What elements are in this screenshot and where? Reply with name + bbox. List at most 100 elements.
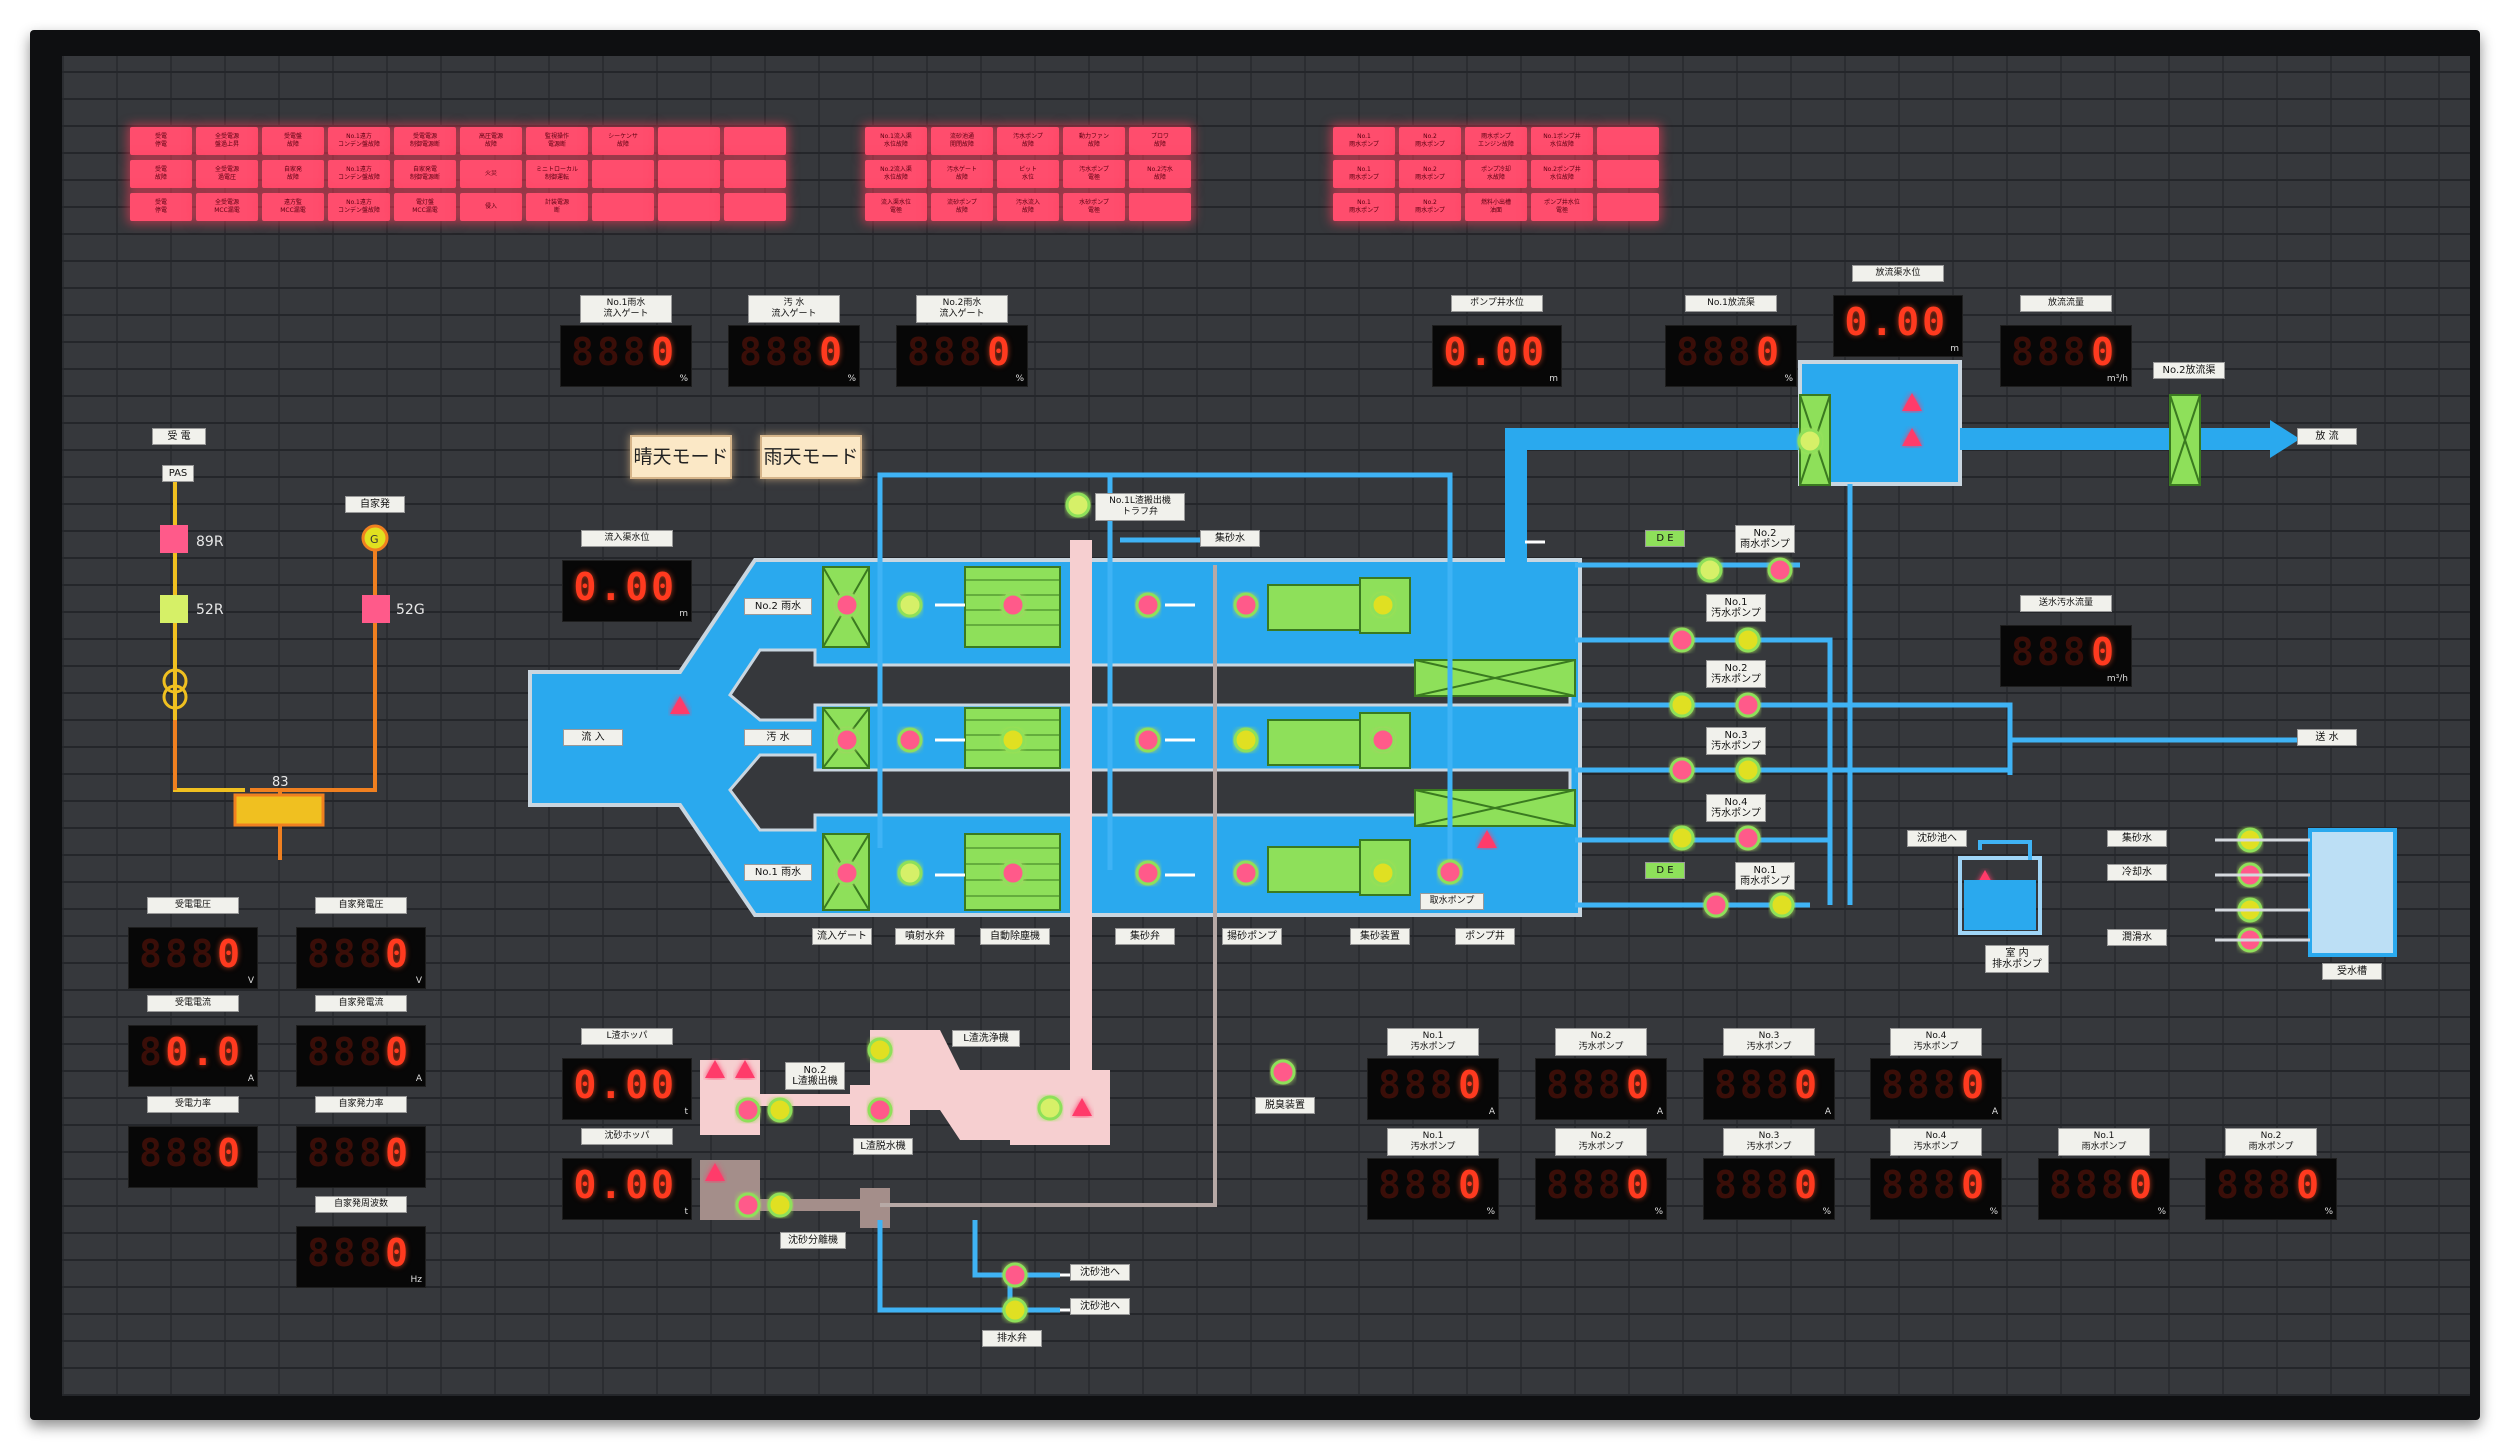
pump-status-lamp[interactable] bbox=[1735, 825, 1761, 851]
pump-status-lamp[interactable] bbox=[1669, 627, 1695, 653]
alarm-lamp[interactable]: 燃料小出槽 油面 bbox=[1465, 193, 1527, 221]
alarm-lamp[interactable] bbox=[724, 127, 786, 155]
alarm-lamp[interactable]: 受電 故障 bbox=[130, 160, 192, 188]
alarm-lamp[interactable] bbox=[658, 193, 720, 221]
alarm-lamp[interactable]: 動力ファン 故障 bbox=[1063, 127, 1125, 155]
pump-status-lamp[interactable] bbox=[1735, 627, 1761, 653]
alarm-lamp[interactable]: 受電電源 制御電源断 bbox=[394, 127, 456, 155]
fair-weather-mode-button[interactable]: 晴天モード bbox=[630, 435, 732, 479]
pump-status-lamp[interactable] bbox=[834, 860, 860, 886]
pump-status-lamp[interactable] bbox=[1000, 860, 1026, 886]
pump-status-lamp[interactable] bbox=[735, 1097, 761, 1123]
alarm-lamp[interactable]: No.2ポンプ井 水位故障 bbox=[1531, 160, 1593, 188]
alarm-lamp[interactable]: 汚水ポンプ 電極 bbox=[1063, 160, 1125, 188]
alarm-lamp[interactable]: No.1 雨水ポンプ bbox=[1333, 193, 1395, 221]
alarm-lamp[interactable]: 雨水ポンプ エンジン故障 bbox=[1465, 127, 1527, 155]
alarm-lamp[interactable]: No.2汚水 故障 bbox=[1129, 160, 1191, 188]
pump-status-lamp[interactable] bbox=[767, 1192, 793, 1218]
pump-status-lamp[interactable] bbox=[1669, 757, 1695, 783]
pump-status-lamp[interactable] bbox=[1437, 859, 1463, 885]
rain-weather-mode-button[interactable]: 雨天モード bbox=[760, 435, 862, 479]
pump-status-lamp[interactable] bbox=[1669, 825, 1695, 851]
alarm-lamp[interactable] bbox=[1129, 193, 1191, 221]
pump-status-lamp[interactable] bbox=[1735, 692, 1761, 718]
pump-status-lamp[interactable] bbox=[834, 592, 860, 618]
pump-status-lamp[interactable] bbox=[1370, 727, 1396, 753]
alarm-lamp[interactable]: 高圧電源 故障 bbox=[460, 127, 522, 155]
alarm-lamp[interactable]: 汚水流入 故障 bbox=[997, 193, 1059, 221]
pump-status-lamp[interactable] bbox=[897, 592, 923, 618]
alarm-lamp[interactable]: 流砂ポンプ 故障 bbox=[931, 193, 993, 221]
pump-status-lamp[interactable] bbox=[1065, 492, 1091, 518]
alarm-lamp[interactable]: No.2 雨水ポンプ bbox=[1399, 160, 1461, 188]
alarm-lamp[interactable]: ピット 水位 bbox=[997, 160, 1059, 188]
alarm-lamp[interactable]: ポンプ井水位 電極 bbox=[1531, 193, 1593, 221]
pump-status-lamp[interactable] bbox=[897, 860, 923, 886]
alarm-lamp[interactable]: ポンプ冷却 水故障 bbox=[1465, 160, 1527, 188]
alarm-lamp[interactable]: シーケンサ 故障 bbox=[592, 127, 654, 155]
alarm-lamp[interactable] bbox=[592, 193, 654, 221]
pump-status-lamp[interactable] bbox=[1797, 428, 1823, 454]
alarm-lamp[interactable] bbox=[658, 127, 720, 155]
pump-status-lamp[interactable] bbox=[1735, 757, 1761, 783]
alarm-lamp[interactable] bbox=[724, 193, 786, 221]
pump-status-lamp[interactable] bbox=[834, 727, 860, 753]
alarm-lamp[interactable]: 全受電源 盤過上昇 bbox=[196, 127, 258, 155]
alarm-lamp[interactable] bbox=[658, 160, 720, 188]
pump-status-lamp[interactable] bbox=[1135, 860, 1161, 886]
alarm-lamp[interactable]: 受電 停電 bbox=[130, 127, 192, 155]
alarm-lamp[interactable] bbox=[1597, 127, 1659, 155]
pump-status-lamp[interactable] bbox=[1135, 727, 1161, 753]
alarm-lamp[interactable]: 監視操作 電源断 bbox=[526, 127, 588, 155]
pump-status-lamp[interactable] bbox=[1233, 860, 1259, 886]
alarm-lamp[interactable]: 遠方監 MCC漏電 bbox=[262, 193, 324, 221]
alarm-lamp[interactable]: No.1遠方 コンデン盤故障 bbox=[328, 160, 390, 188]
alarm-lamp[interactable]: 全受電源 MCC漏電 bbox=[196, 193, 258, 221]
alarm-lamp[interactable]: No.1 雨水ポンプ bbox=[1333, 160, 1395, 188]
pump-status-lamp[interactable] bbox=[897, 727, 923, 753]
alarm-lamp[interactable]: ブロワ 故障 bbox=[1129, 127, 1191, 155]
alarm-lamp[interactable] bbox=[1597, 160, 1659, 188]
alarm-lamp[interactable] bbox=[724, 160, 786, 188]
alarm-lamp[interactable]: 汚水ポンプ 故障 bbox=[997, 127, 1059, 155]
pump-status-lamp[interactable] bbox=[1135, 592, 1161, 618]
pump-status-lamp[interactable] bbox=[1002, 1297, 1028, 1323]
alarm-lamp[interactable]: 電灯盤 MCC漏電 bbox=[394, 193, 456, 221]
alarm-lamp[interactable]: 火災 bbox=[460, 160, 522, 188]
alarm-lamp[interactable]: 流入渠水位 電極 bbox=[865, 193, 927, 221]
pump-status-lamp[interactable] bbox=[867, 1097, 893, 1123]
pump-status-lamp[interactable] bbox=[1697, 557, 1723, 583]
alarm-lamp[interactable]: 全受電源 過電圧 bbox=[196, 160, 258, 188]
alarm-lamp[interactable]: 受電 停電 bbox=[130, 193, 192, 221]
alarm-lamp[interactable]: No.2 雨水ポンプ bbox=[1399, 193, 1461, 221]
alarm-lamp[interactable]: 水砂ポンプ 電極 bbox=[1063, 193, 1125, 221]
pump-status-lamp[interactable] bbox=[1767, 557, 1793, 583]
pump-status-lamp[interactable] bbox=[1000, 592, 1026, 618]
alarm-lamp[interactable] bbox=[1597, 193, 1659, 221]
alarm-lamp[interactable]: No.1遠方 コンデン盤故障 bbox=[328, 193, 390, 221]
alarm-lamp[interactable]: No.1 雨水ポンプ bbox=[1333, 127, 1395, 155]
pump-status-lamp[interactable] bbox=[1233, 727, 1259, 753]
pump-status-lamp[interactable] bbox=[1270, 1059, 1296, 1085]
alarm-lamp[interactable]: No.1流入渠 水位故障 bbox=[865, 127, 927, 155]
alarm-lamp[interactable]: 自家発 故障 bbox=[262, 160, 324, 188]
pump-status-lamp[interactable] bbox=[1037, 1095, 1063, 1121]
alarm-lamp[interactable]: No.1遠方 コンデン盤故障 bbox=[328, 127, 390, 155]
alarm-lamp[interactable]: 計装電源 断 bbox=[526, 193, 588, 221]
alarm-lamp[interactable]: No.2流入渠 水位故障 bbox=[865, 160, 927, 188]
alarm-lamp[interactable]: 侵入 bbox=[460, 193, 522, 221]
pump-status-lamp[interactable] bbox=[1703, 892, 1729, 918]
alarm-lamp[interactable]: 自家発電 制御電源断 bbox=[394, 160, 456, 188]
pump-status-lamp[interactable] bbox=[1370, 860, 1396, 886]
pump-status-lamp[interactable] bbox=[767, 1097, 793, 1123]
alarm-lamp[interactable] bbox=[592, 160, 654, 188]
pump-status-lamp[interactable] bbox=[867, 1037, 893, 1063]
pump-status-lamp[interactable] bbox=[1233, 592, 1259, 618]
pump-status-lamp[interactable] bbox=[1370, 592, 1396, 618]
alarm-lamp[interactable]: No.1ポンプ井 水位故障 bbox=[1531, 127, 1593, 155]
pump-status-lamp[interactable] bbox=[1002, 1262, 1028, 1288]
alarm-lamp[interactable]: 受電盤 故障 bbox=[262, 127, 324, 155]
pump-status-lamp[interactable] bbox=[1769, 892, 1795, 918]
alarm-lamp[interactable]: 流砂池通 開閉故障 bbox=[931, 127, 993, 155]
alarm-lamp[interactable]: ミニトローカル 制御運転 bbox=[526, 160, 588, 188]
